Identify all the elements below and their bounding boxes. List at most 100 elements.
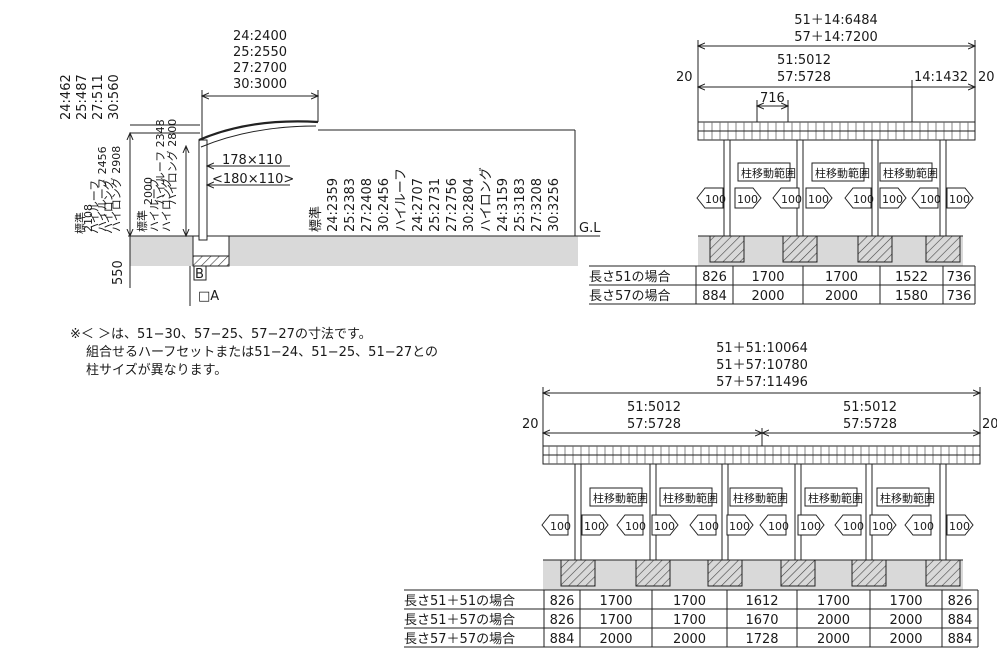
table-cell: 1700 <box>751 270 784 285</box>
inner-height-label: ハイルーフ 2348 <box>154 119 167 205</box>
post-size-alt-label: <180×110> <box>212 172 294 187</box>
post <box>871 139 879 237</box>
fv1-total-1: 51＋14:6484 <box>794 13 878 28</box>
label-a: □A <box>198 289 219 304</box>
right-height-label: ハイルーフ <box>394 168 409 232</box>
table-cell: 1700 <box>817 594 850 609</box>
fv2-ranges: 柱移動範囲柱移動範囲柱移動範囲柱移動範囲柱移動範囲 <box>589 487 935 507</box>
fv1-ranges: 柱移動範囲柱移動範囲柱移動範囲 <box>737 162 938 182</box>
table-cell: 2000 <box>599 632 632 647</box>
fv1-total-2: 57＋14:7200 <box>794 30 878 45</box>
table-cell: 884 <box>702 289 727 304</box>
table-cell: 1700 <box>889 594 922 609</box>
post-footing <box>851 559 887 587</box>
arrow-left <box>689 514 717 536</box>
arrow-value: 100 <box>853 193 874 206</box>
inner-height-label: ハイロング 2800 <box>165 119 179 205</box>
fv2-total-3: 57＋57:11496 <box>716 375 808 390</box>
table-cell: 826 <box>702 270 727 285</box>
arrow-left <box>759 514 787 536</box>
top-height-label: 25:487 <box>75 74 90 120</box>
table-cell: 1700 <box>673 594 706 609</box>
range-box <box>737 162 791 182</box>
arrow-value: 100 <box>625 520 646 533</box>
table-cell: 1612 <box>745 594 778 609</box>
arrow-left <box>834 514 862 536</box>
right-height-label: 30:2456 <box>377 178 392 232</box>
post-footing <box>635 559 671 587</box>
label-b-box <box>193 265 207 281</box>
arrow-value: 100 <box>698 520 719 533</box>
range-box <box>659 487 713 507</box>
arrow-value: 100 <box>584 520 605 533</box>
inner-variants-group: 標準ハイルーフハイロング <box>135 177 173 232</box>
arrow-value: 100 <box>550 520 571 533</box>
right-height-label: 標準 <box>308 206 324 232</box>
ground-label: G.L <box>579 221 601 236</box>
table-cell: 2000 <box>889 613 922 628</box>
arrow-value: 100 <box>654 520 675 533</box>
fv2-left-main-1: 51:5012 <box>627 400 681 415</box>
note-line: 組合せるハーフセットまたは51−24、51−25、51−27との <box>86 345 438 360</box>
post-size-label: 178×110 <box>222 153 283 168</box>
fv2-edge-left: 20 <box>522 417 539 432</box>
range-box <box>729 487 783 507</box>
fv1-main-1: 51:5012 <box>777 53 831 68</box>
table-cell: 1700 <box>673 613 706 628</box>
arrow-value: 100 <box>949 193 970 206</box>
range-box <box>589 487 643 507</box>
arrow-left <box>772 187 800 209</box>
front-view-2: 51＋51:10064 51＋57:10780 57＋57:11496 51:5… <box>404 341 997 648</box>
table-cell: 736 <box>947 270 972 285</box>
arrow-right <box>797 514 825 536</box>
fv2-posts <box>560 463 961 587</box>
table-cell: 2000 <box>673 632 706 647</box>
side-post <box>198 139 208 241</box>
post <box>939 139 947 237</box>
right-height-label: 27:2408 <box>360 178 375 232</box>
table-cell: 1522 <box>895 270 928 285</box>
range-box <box>879 162 933 182</box>
table-cell: 884 <box>550 632 575 647</box>
top-height-label: 27:511 <box>91 74 106 120</box>
post-footing <box>925 235 961 263</box>
left-variant-label: ハイルーフ <box>88 180 101 234</box>
top-height-label: 24:462 <box>59 74 74 120</box>
fv2-right-main-2: 57:5728 <box>843 417 897 432</box>
post-footing <box>925 559 961 587</box>
arrow-right <box>869 514 897 536</box>
arrow-value: 100 <box>949 520 970 533</box>
note-line: ※＜ ＞は、51−30、57−25、57−27の寸法です。 <box>70 327 372 342</box>
footing-depth-label: 550 <box>111 260 126 285</box>
arrow-left <box>844 187 872 209</box>
arrow-value: 100 <box>705 193 726 206</box>
post <box>939 463 947 561</box>
arrow-value: 100 <box>768 520 789 533</box>
post-footing <box>707 559 743 587</box>
table-cell: 2000 <box>889 632 922 647</box>
right-height-label: 25:3183 <box>513 178 528 232</box>
arrow-value: 100 <box>920 193 941 206</box>
note-line: 柱サイズが異なります。 <box>86 362 227 378</box>
fv1-edge-left: 20 <box>676 70 693 85</box>
table-cell: 2000 <box>825 289 858 304</box>
front-view-1: 51＋14:6484 57＋14:7200 51:5012 57:5728 14… <box>589 13 995 305</box>
fv1-edge-right: 20 <box>978 70 995 85</box>
range-box <box>804 487 858 507</box>
range-label: 柱移動範囲 <box>815 166 870 180</box>
arrow-left <box>616 514 644 536</box>
width-label: 30:3000 <box>233 77 287 92</box>
left-height-label: ハイロング 2908 <box>109 146 123 232</box>
arrow-value: 100 <box>913 520 934 533</box>
inner-variant-label: ハイロング <box>159 177 173 232</box>
width-label: 25:2550 <box>233 45 287 60</box>
fv1-main-2: 57:5728 <box>777 70 831 85</box>
post-footing <box>780 559 816 587</box>
range-label: 柱移動範囲 <box>808 491 863 505</box>
range-label: 柱移動範囲 <box>593 491 648 505</box>
